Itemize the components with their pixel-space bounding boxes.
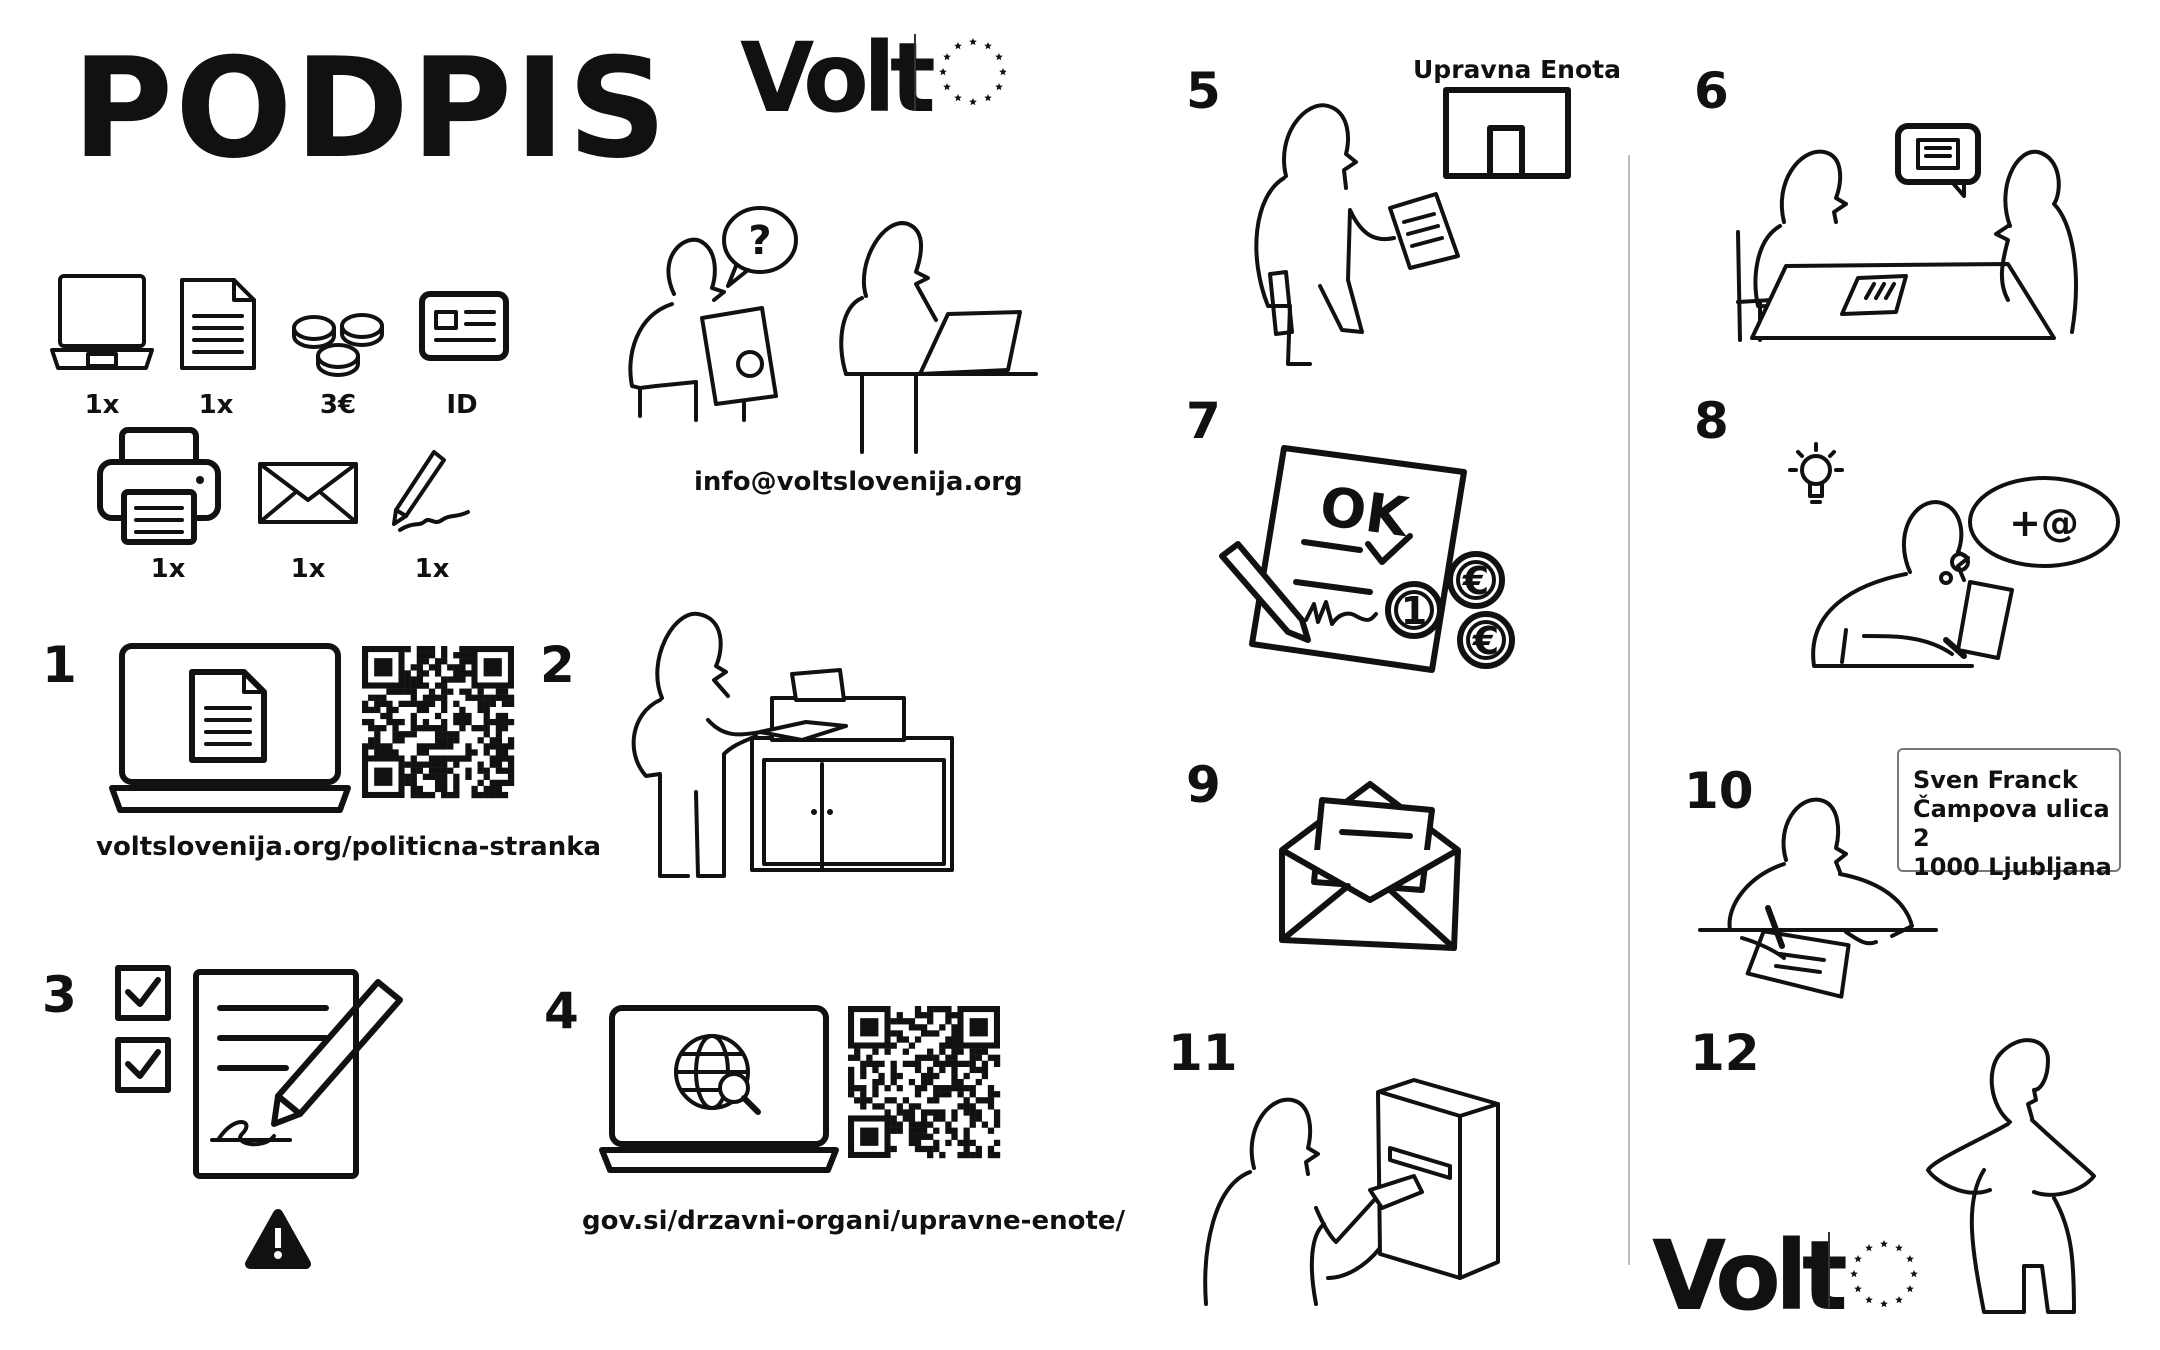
address-line-2: Čampova ulica 2	[1913, 795, 2110, 852]
volt-logo-bottom: Volt	[1652, 1220, 1848, 1332]
page-title: PODPIS	[72, 28, 669, 189]
step-6-meeting-illustration	[1732, 122, 2092, 350]
pen-icon	[390, 446, 474, 536]
step-4-link[interactable]: gov.si/drzavni-organi/upravne-enote/	[582, 1206, 1126, 1236]
eu-stars-icon-bottom	[1850, 1240, 1918, 1308]
step-7-number: 7	[1186, 392, 1221, 450]
step-4-laptop-icon	[598, 1004, 840, 1174]
step-10-address-card: Sven Franck Čampova ulica 2 1000 Ljublja…	[1897, 748, 2121, 881]
qty-document: 1x	[198, 390, 234, 420]
eu-star	[969, 98, 977, 106]
step-7-approved-form-illustration: OK € 1 €	[1200, 444, 1514, 684]
step-8-idea-illustration: +@	[1776, 440, 2126, 684]
eu-star	[1910, 1270, 1918, 1278]
step-4-number: 4	[544, 982, 579, 1040]
qty-coins: 3€	[319, 390, 357, 420]
eu-star	[1854, 1285, 1862, 1293]
svg-text:?: ?	[748, 218, 771, 264]
ok-stamp-text: OK	[1316, 474, 1414, 549]
step-5-office-label: Upravna Enota	[1413, 55, 1621, 84]
svg-text:1: 1	[1401, 589, 1427, 633]
step-11-mailbox-illustration	[1194, 1078, 1506, 1306]
qty-id: ID	[446, 390, 478, 420]
step-2-printing-illustration	[616, 604, 960, 884]
step-10-number: 10	[1684, 762, 1754, 820]
eu-star	[943, 53, 951, 61]
eu-star	[1865, 1244, 1873, 1252]
eu-star	[1880, 1300, 1888, 1308]
envelope-icon	[256, 460, 360, 526]
eu-star	[943, 83, 951, 91]
id-card-icon	[418, 290, 510, 362]
step-8-number: 8	[1694, 392, 1729, 450]
step-3-sign-form-illustration	[114, 964, 416, 1284]
eu-star	[1850, 1270, 1858, 1278]
eu-star	[995, 53, 1003, 61]
step-9-envelope-icon	[1278, 780, 1468, 954]
eu-star	[1865, 1296, 1873, 1304]
coins-icon	[290, 306, 386, 382]
step-11-number: 11	[1168, 1024, 1238, 1082]
document-icon	[178, 276, 258, 372]
step-12-happy-person-illustration	[1924, 1030, 2102, 1316]
eu-star	[1880, 1240, 1888, 1248]
step-1-link[interactable]: voltslovenija.org/politicna-stranka	[96, 832, 602, 862]
eu-star	[954, 94, 962, 102]
step-1-qr-code-icon	[362, 646, 515, 799]
qty-pen: 1x	[414, 554, 450, 584]
step-9-number: 9	[1186, 756, 1221, 814]
laptop-icon	[48, 270, 156, 374]
address-line-1: Sven Franck	[1913, 766, 2078, 794]
step-6-number: 6	[1694, 62, 1729, 120]
eu-star	[1906, 1285, 1914, 1293]
eu-star	[984, 42, 992, 50]
step-1-laptop-icon	[108, 642, 352, 814]
step-12-number: 12	[1690, 1024, 1760, 1082]
qty-envelope: 1x	[290, 554, 326, 584]
column-divider	[1628, 155, 1630, 1265]
volt-logo-top: Volt	[740, 22, 936, 134]
qty-printer: 1x	[150, 554, 186, 584]
eu-star	[1906, 1255, 1914, 1263]
step-8-thought-text: +@	[2009, 501, 2079, 545]
eu-star	[954, 42, 962, 50]
svg-text:€: €	[1472, 619, 1499, 663]
eu-stars-icon	[939, 38, 1007, 106]
step-5-number: 5	[1186, 62, 1221, 120]
eu-star	[1895, 1244, 1903, 1252]
step-1-number: 1	[42, 636, 77, 694]
eu-star	[939, 68, 947, 76]
logo-divider	[914, 34, 916, 110]
address-line-3: 1000 Ljubljana	[1913, 853, 2112, 881]
eu-star	[1854, 1255, 1862, 1263]
step-10-writing-illustration	[1696, 790, 1936, 994]
step-5-office-illustration	[1250, 86, 1580, 370]
step-3-number: 3	[42, 966, 77, 1024]
eu-star	[999, 68, 1007, 76]
step-4-qr-code-icon	[848, 1006, 1001, 1159]
eu-star	[995, 83, 1003, 91]
printer-icon	[96, 426, 222, 548]
logo-divider-bottom	[1828, 1232, 1830, 1308]
contact-illustration: ?	[616, 196, 1036, 456]
contact-email-link[interactable]: info@voltslovenija.org	[694, 467, 1023, 497]
eu-star	[984, 94, 992, 102]
eu-star	[1895, 1296, 1903, 1304]
qty-laptop: 1x	[84, 390, 120, 420]
svg-text:€: €	[1462, 559, 1489, 603]
step-2-number: 2	[540, 636, 575, 694]
eu-star	[969, 38, 977, 46]
